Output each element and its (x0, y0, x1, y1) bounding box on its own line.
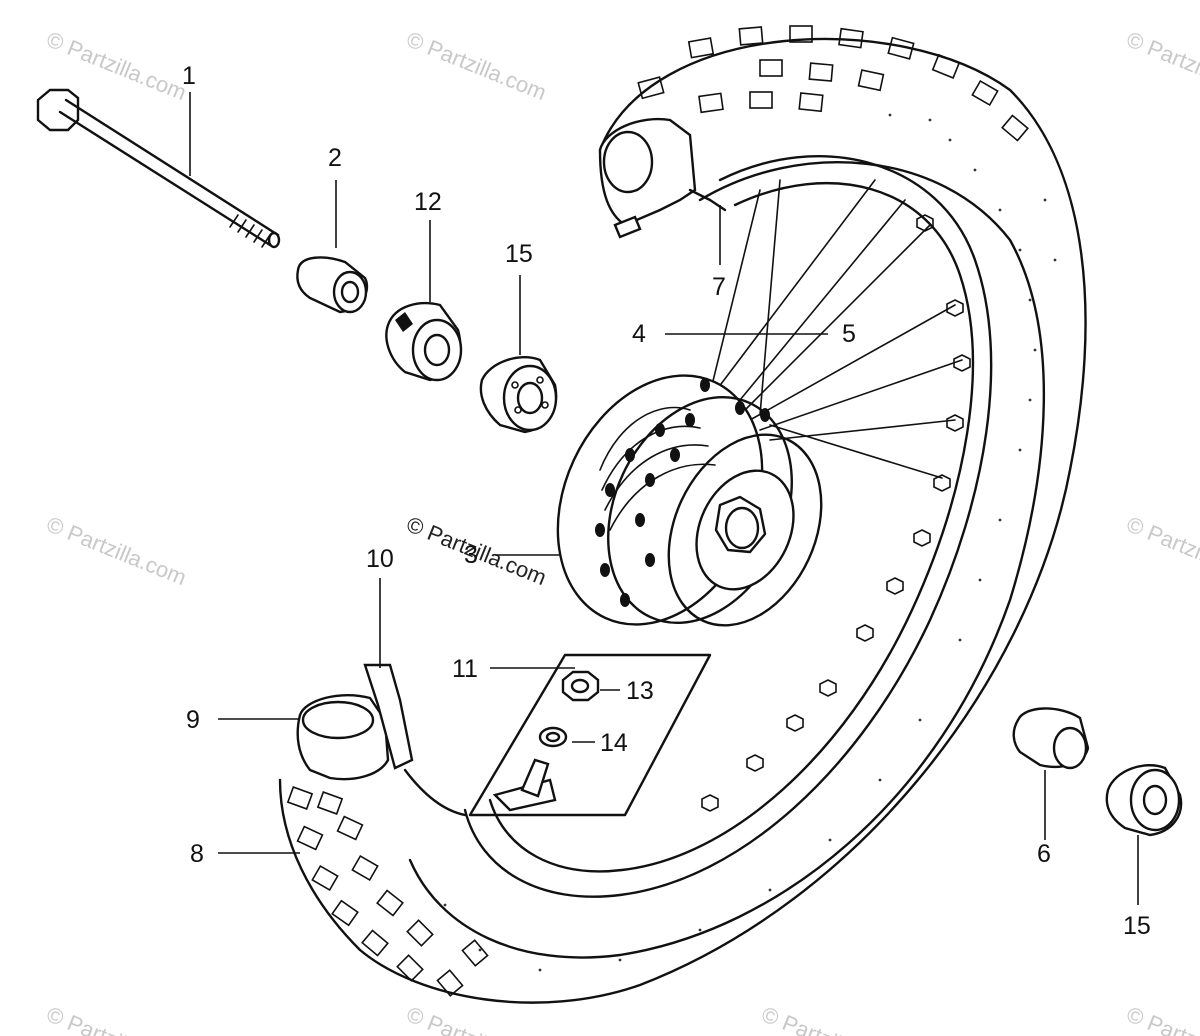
callout-15-lower: 15 (1123, 912, 1151, 940)
watermark: © Partzilla.com (1123, 1001, 1200, 1036)
watermark: © Partzilla.com (43, 511, 190, 590)
watermark: © Partzilla.com (1123, 511, 1200, 590)
hub-flange-holes (595, 378, 770, 607)
side-collar (1012, 707, 1090, 770)
dust-seal-bearing (385, 302, 463, 382)
callout-13: 13 (626, 677, 654, 705)
watermark: © Partzilla.com (403, 1001, 550, 1036)
watermark: © Partzilla.com (1123, 26, 1200, 105)
spokes (711, 179, 963, 479)
callout-10: 10 (366, 545, 394, 573)
axle-bolt (36, 88, 281, 249)
callout-11: 11 (452, 655, 478, 683)
watermark: © Partzilla.com (758, 1001, 905, 1036)
axle-collar (296, 256, 369, 314)
rim-band-lower (296, 663, 467, 817)
callout-14: 14 (600, 729, 628, 757)
callout-5: 5 (842, 320, 856, 348)
callout-2: 2 (328, 144, 342, 172)
watermark: © Partzilla.com (403, 26, 550, 105)
bearing-upper (479, 356, 558, 434)
rim (463, 155, 993, 898)
tire (278, 25, 1087, 1004)
tread-blocks-top (637, 25, 1029, 142)
leader-lines (189, 92, 1139, 905)
callout-labels: 1 2 12 15 7 4 5 3 10 11 13 14 9 8 6 15 (182, 62, 1151, 940)
callout-8: 8 (190, 840, 204, 868)
callout-4: 4 (632, 320, 646, 348)
callout-15-upper: 15 (505, 240, 533, 268)
callout-7: 7 (712, 273, 726, 301)
callout-12: 12 (414, 188, 442, 216)
tread-blocks-bottom (286, 786, 489, 997)
bearing-lower (1105, 764, 1183, 837)
hub (556, 374, 823, 627)
callout-9: 9 (186, 706, 200, 734)
tire-shading (443, 113, 1057, 972)
watermark: © Partzilla.com (43, 1001, 190, 1036)
valve-kit (468, 653, 712, 817)
callout-3: 3 (464, 541, 478, 569)
callout-1: 1 (182, 62, 196, 90)
callout-6: 6 (1037, 840, 1051, 868)
rim-band (598, 117, 727, 239)
